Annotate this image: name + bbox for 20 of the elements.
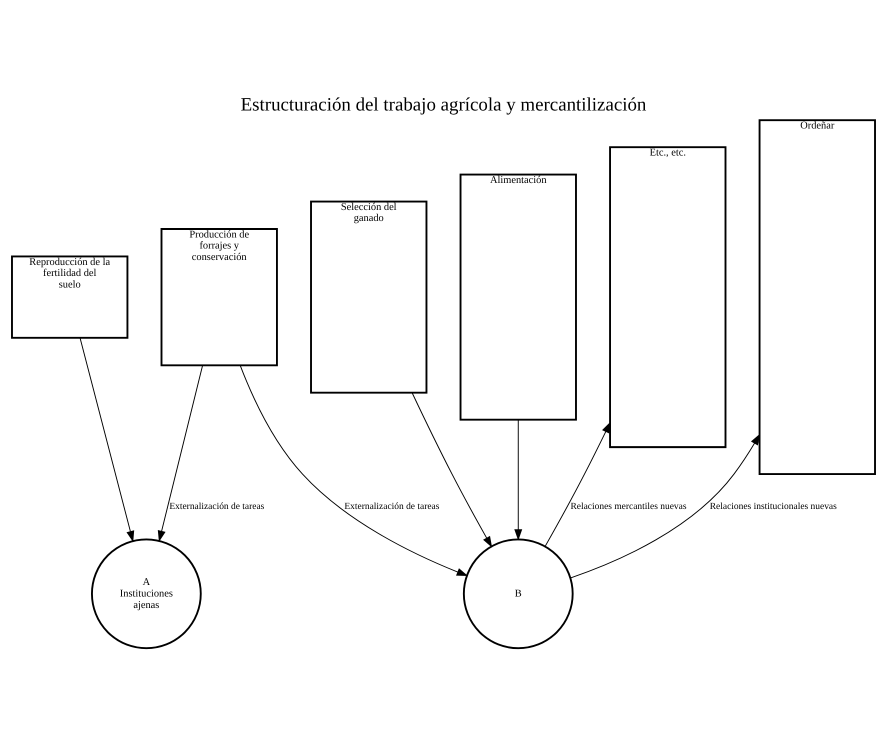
diagram-title: Estructuración del trabajo agrícola y mercantilización [240, 94, 646, 116]
edge-label: Externalización de tareas [344, 502, 440, 512]
arrow [514, 420, 522, 541]
node-box: Alimentación [460, 174, 577, 421]
node-box: Reproducción de la fertilidad del suelo [11, 256, 128, 339]
node-box: Ordeñar [758, 119, 876, 476]
node-box: Producción de forrajes y conservación [160, 228, 278, 366]
edge-label: Relaciones mercantiles nuevas [570, 502, 687, 512]
arrow [240, 365, 468, 576]
arrow [570, 434, 760, 578]
arrow [80, 337, 134, 542]
node-box: Etc., etc. [609, 146, 726, 448]
edge-label: Relaciones institucionales nuevas [710, 502, 837, 512]
node-circle: A Instituciones ajenas [91, 538, 202, 650]
edge-label: Externalización de tareas [169, 502, 264, 512]
node-box: Selección del ganado [310, 200, 428, 394]
arrow [412, 392, 492, 548]
arrow [544, 422, 611, 547]
node-circle: B [462, 538, 574, 650]
arrow [158, 364, 204, 542]
